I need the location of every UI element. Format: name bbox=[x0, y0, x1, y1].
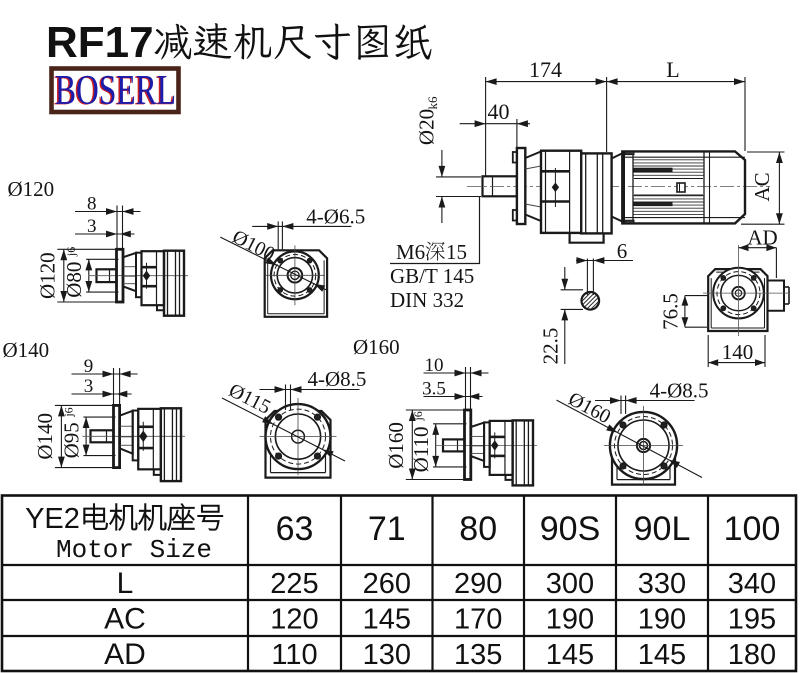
svg-text:110: 110 bbox=[271, 639, 317, 671]
svg-text:3: 3 bbox=[84, 376, 94, 397]
svg-text:YE2: YE2 bbox=[25, 503, 80, 535]
svg-text:Ø160: Ø160 bbox=[384, 422, 408, 469]
svg-text:AD: AD bbox=[747, 226, 777, 250]
svg-text:Ø120: Ø120 bbox=[35, 252, 59, 299]
svg-text:80: 80 bbox=[459, 510, 497, 548]
svg-text:3: 3 bbox=[87, 216, 97, 237]
svg-text:9: 9 bbox=[84, 356, 94, 377]
svg-text:190: 190 bbox=[546, 604, 594, 636]
svg-text:71: 71 bbox=[368, 510, 406, 548]
svg-text:4-Ø6.5: 4-Ø6.5 bbox=[306, 204, 365, 228]
svg-text:260: 260 bbox=[363, 568, 411, 600]
svg-text:130: 130 bbox=[363, 639, 411, 671]
svg-text:4-Ø8.5: 4-Ø8.5 bbox=[308, 367, 367, 391]
svg-text:RF17: RF17 bbox=[46, 18, 154, 67]
svg-text:AD: AD bbox=[104, 638, 146, 671]
svg-text:174: 174 bbox=[529, 57, 562, 82]
svg-text:6: 6 bbox=[617, 239, 628, 263]
svg-text:L: L bbox=[666, 57, 679, 82]
svg-text:90S: 90S bbox=[540, 510, 601, 548]
svg-text:AC: AC bbox=[750, 172, 774, 201]
svg-text:90L: 90L bbox=[634, 510, 691, 548]
svg-text:BOSERL: BOSERL bbox=[55, 68, 176, 114]
svg-text:145: 145 bbox=[638, 639, 686, 671]
svg-text:8: 8 bbox=[87, 194, 97, 215]
svg-text:190: 190 bbox=[638, 604, 686, 636]
svg-text:Ø20: Ø20 bbox=[415, 109, 439, 145]
svg-text:Ø80: Ø80 bbox=[62, 262, 86, 298]
svg-text:225: 225 bbox=[270, 568, 318, 600]
svg-text:Ø100: Ø100 bbox=[229, 226, 279, 266]
svg-text:145: 145 bbox=[363, 604, 411, 636]
svg-text:DIN 332: DIN 332 bbox=[390, 288, 464, 312]
svg-text:135: 135 bbox=[454, 639, 502, 671]
svg-text:63: 63 bbox=[276, 510, 314, 548]
svg-text:4-Ø8.5: 4-Ø8.5 bbox=[650, 379, 709, 403]
svg-text:40: 40 bbox=[488, 99, 510, 124]
svg-text:Ø160: Ø160 bbox=[565, 388, 615, 428]
svg-text:Ø120: Ø120 bbox=[8, 177, 55, 201]
svg-text:j6: j6 bbox=[411, 411, 425, 421]
svg-text:120: 120 bbox=[270, 604, 318, 636]
svg-text:22.5: 22.5 bbox=[539, 328, 563, 365]
svg-text:Ø160: Ø160 bbox=[353, 335, 400, 359]
svg-text:3.5: 3.5 bbox=[422, 379, 446, 400]
svg-text:Ø115: Ø115 bbox=[225, 379, 274, 418]
svg-text:GB/T 145: GB/T 145 bbox=[390, 264, 474, 288]
svg-text:140: 140 bbox=[722, 340, 754, 364]
svg-text:340: 340 bbox=[728, 568, 776, 600]
svg-text:L: L bbox=[117, 567, 134, 600]
svg-text:100: 100 bbox=[724, 510, 781, 548]
svg-text:Ø140: Ø140 bbox=[3, 338, 50, 362]
svg-text:180: 180 bbox=[728, 639, 776, 671]
svg-text:j6: j6 bbox=[64, 247, 78, 257]
svg-text:170: 170 bbox=[454, 604, 502, 636]
svg-text:76.5: 76.5 bbox=[659, 293, 683, 330]
svg-text:300: 300 bbox=[546, 568, 594, 600]
svg-text:BOSERL: BOSERL bbox=[54, 69, 175, 115]
svg-text:145: 145 bbox=[546, 639, 594, 671]
svg-text:Motor Size: Motor Size bbox=[56, 535, 212, 565]
svg-text:Ø95: Ø95 bbox=[59, 422, 83, 458]
svg-text:10: 10 bbox=[425, 355, 444, 376]
svg-text:k6: k6 bbox=[425, 96, 440, 110]
svg-text:AC: AC bbox=[104, 603, 146, 636]
svg-text:195: 195 bbox=[728, 604, 776, 636]
svg-text:M6: M6 bbox=[396, 240, 425, 264]
svg-text:Ø110: Ø110 bbox=[409, 426, 433, 472]
svg-text:Ø140: Ø140 bbox=[33, 413, 57, 460]
svg-text:290: 290 bbox=[454, 568, 502, 600]
svg-text:330: 330 bbox=[638, 568, 686, 600]
svg-text:15: 15 bbox=[446, 240, 467, 264]
svg-text:j6: j6 bbox=[61, 407, 75, 417]
